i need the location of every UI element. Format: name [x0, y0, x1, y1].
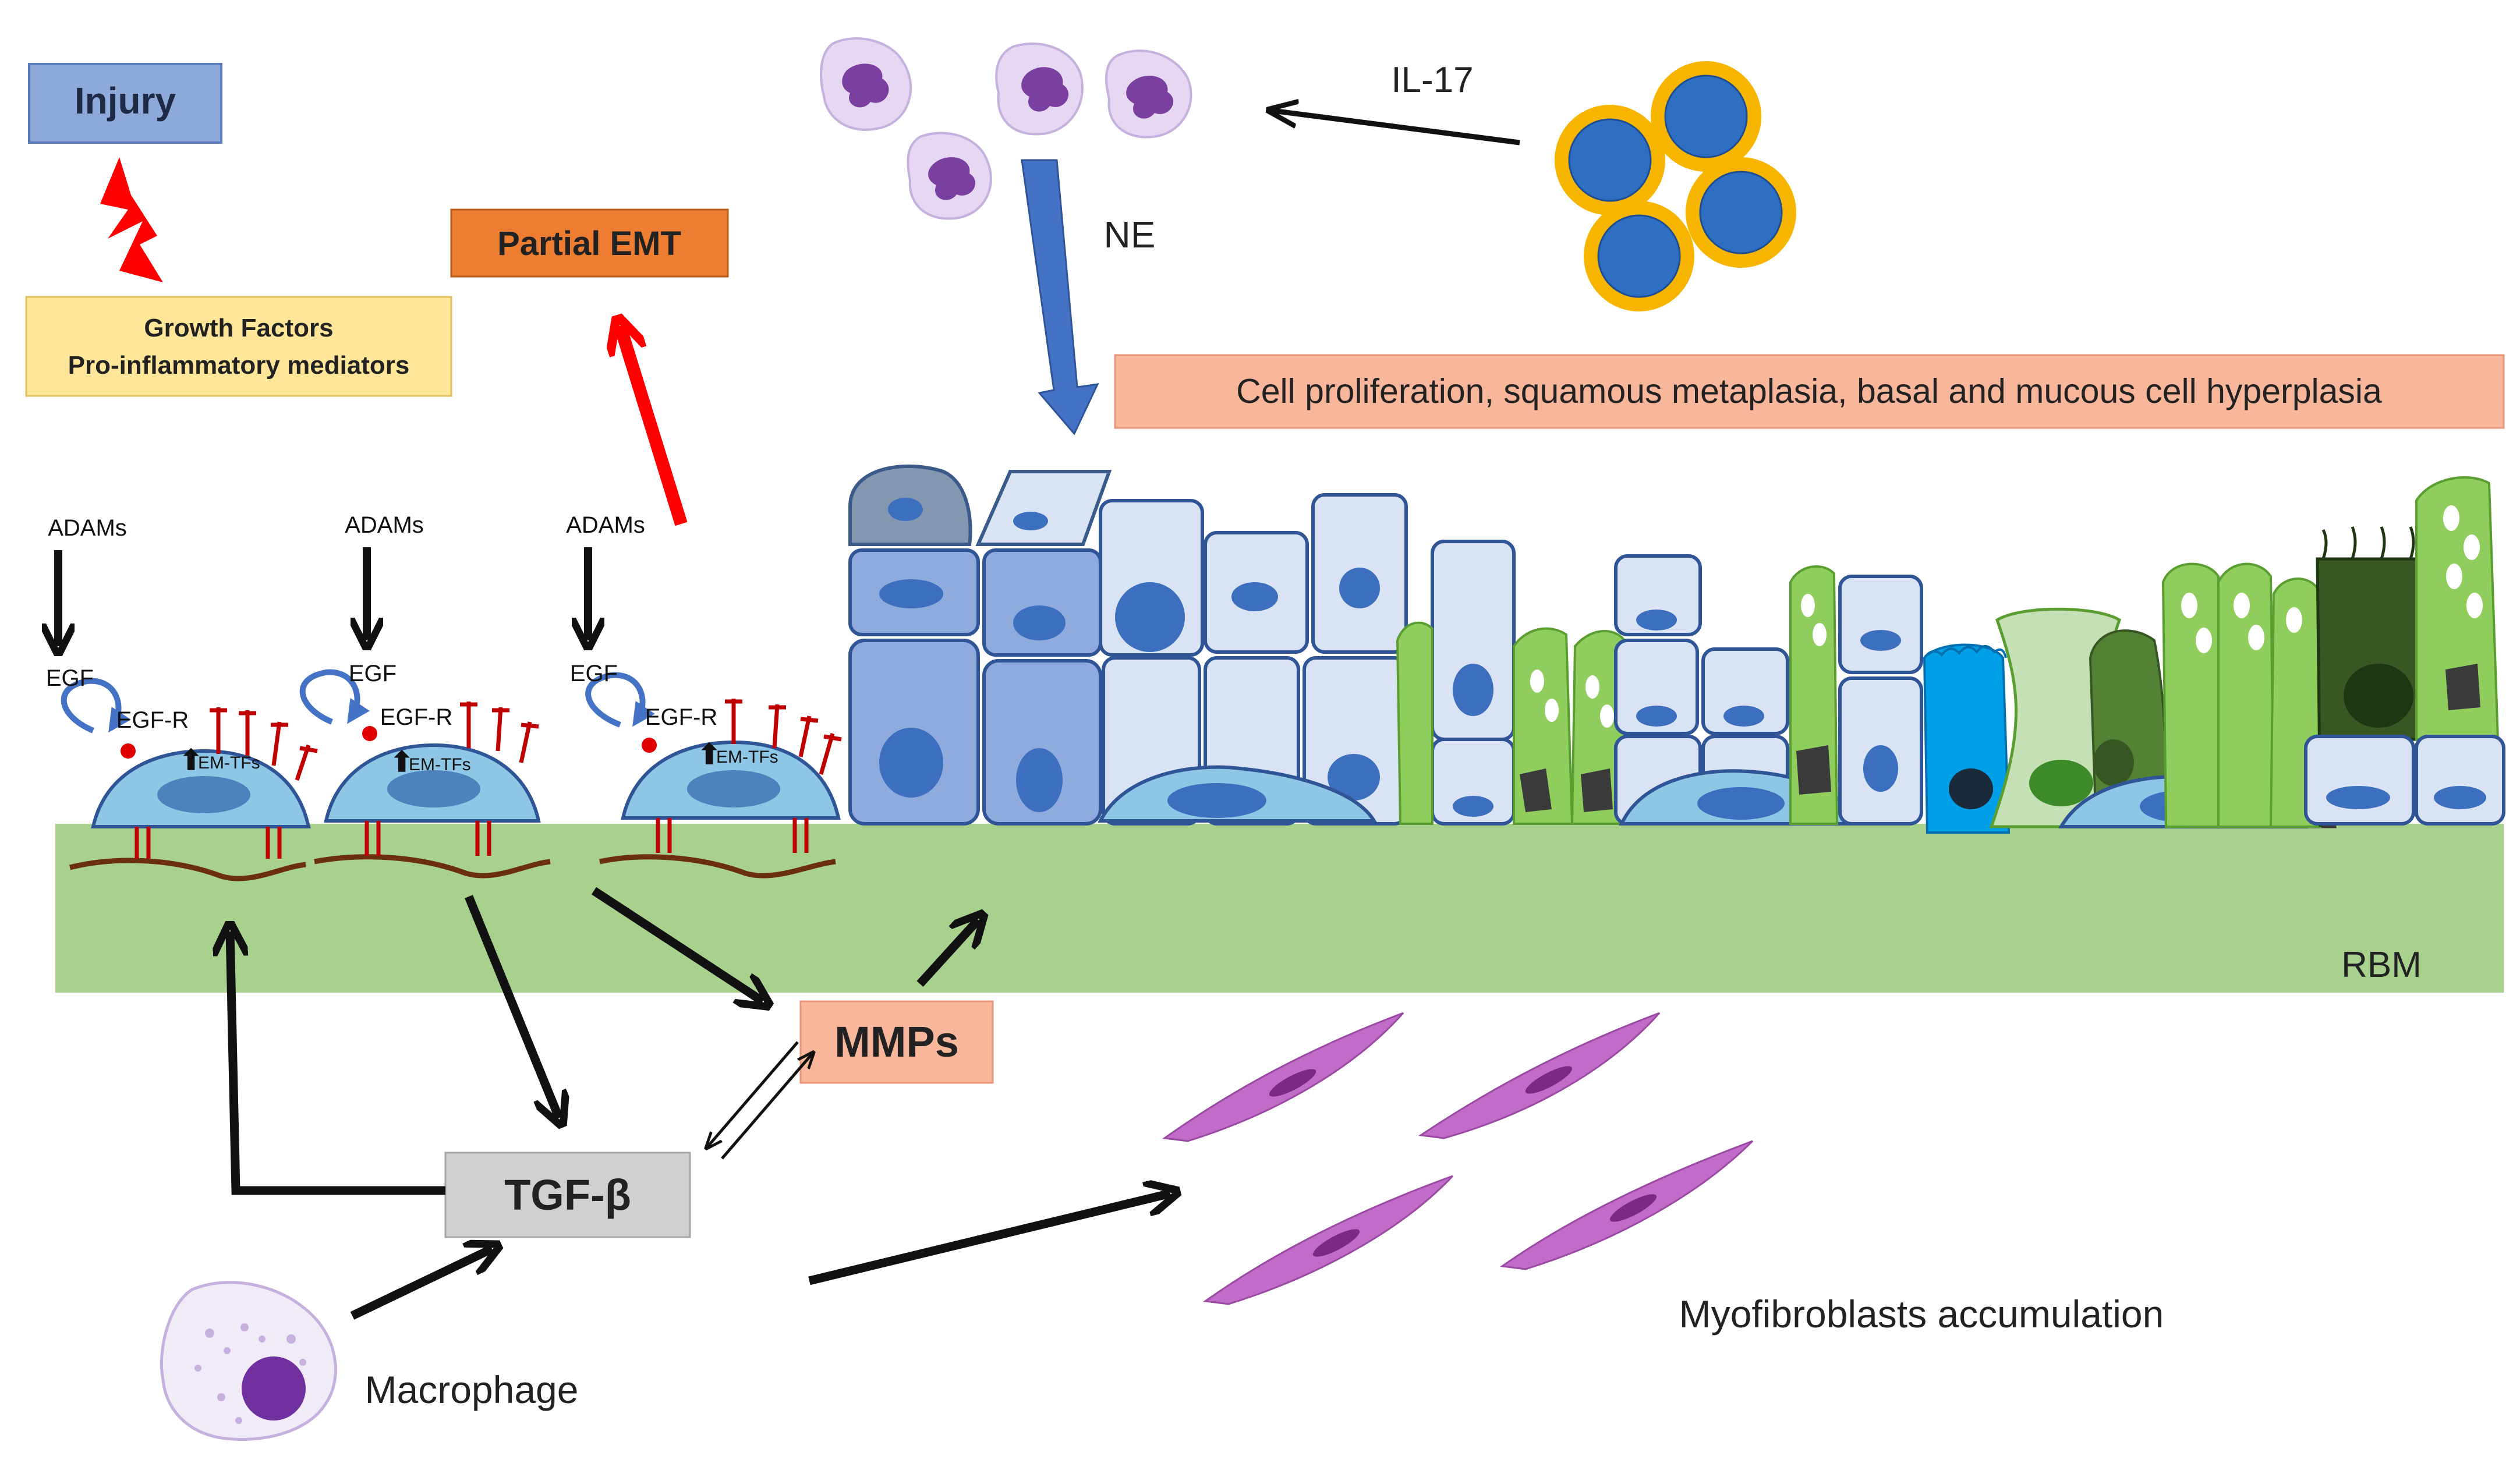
growth-factors-line2: Pro-inflammatory mediators [68, 351, 410, 380]
adams-label-1: ADAMs [48, 515, 127, 541]
rbm-label: RBM [2341, 945, 2422, 985]
injury-label: Injury [75, 80, 176, 122]
neutrophil-icon [820, 37, 912, 131]
tgf-beta-box: TGF-β [444, 1152, 691, 1238]
injury-box: Injury [28, 63, 222, 144]
svg-text:EM-TFs: EM-TFs [409, 755, 471, 774]
growth-factors-box: Growth Factors Pro-inflammatory mediator… [25, 296, 452, 397]
egf-label-3: EGF [570, 661, 618, 686]
il17-label: IL-17 [1391, 60, 1473, 100]
epithelial-signaling-cell [585, 672, 842, 853]
myofibroblasts-label: Myofibroblasts accumulation [1679, 1292, 2164, 1336]
macrophage-icon [160, 1281, 337, 1441]
cell-proliferation-label: Cell proliferation, squamous metaplasia,… [1236, 372, 2382, 410]
svg-text:EM-TFs: EM-TFs [716, 748, 778, 767]
myofibroblast-icon [1162, 1012, 1404, 1142]
em-tfs-marker-2: ⬆ EM-TFs [390, 747, 471, 778]
egf-label-2: EGF [349, 661, 397, 686]
egf-label-1: EGF [46, 665, 94, 691]
tgf-beta-label: TGF-β [504, 1171, 631, 1219]
growth-factors-line1: Growth Factors [144, 314, 333, 342]
epithelial-signaling-cell [299, 669, 541, 856]
egfr-label-1: EGF-R [116, 707, 189, 733]
il17-arrow [1272, 111, 1520, 146]
em-tfs-marker-3: ⬆ EM-TFs [698, 739, 778, 770]
epithelium-layer [848, 464, 2505, 834]
lymphocyte-icon [1584, 201, 1694, 311]
lightning-bolt-icon [100, 157, 163, 282]
myofibroblast-icon [1499, 1140, 1754, 1270]
mmps-label: MMPs [834, 1018, 959, 1066]
up-arrow-icon: ⬆ [179, 745, 203, 776]
mmps-box: MMPs [799, 1000, 994, 1084]
up-arrow-icon: ⬆ [390, 747, 413, 778]
lymphocyte-icon [1651, 61, 1761, 172]
adams-label-2: ADAMs [345, 512, 424, 538]
neutrophil-icon [995, 42, 1084, 136]
lymphocyte-icon [1686, 157, 1796, 268]
macrophage-label: Macrophage [365, 1368, 579, 1411]
partial-emt-box: Partial EMT [450, 208, 729, 278]
rbm-membrane [55, 824, 2504, 993]
neutrophil-cluster [820, 37, 1192, 220]
neutrophil-icon [1105, 49, 1192, 139]
egfr-label-2: EGF-R [380, 704, 452, 730]
em-tfs-marker-1: ⬆ EM-TFs [179, 745, 260, 776]
lymphocyte-cluster [1555, 61, 1796, 311]
ne-arrow [1021, 159, 1099, 435]
epithelial-signaling-cell [61, 678, 318, 859]
myofibroblast-icon [1202, 1175, 1454, 1305]
ecm-fibers [69, 854, 836, 881]
up-arrow-icon: ⬆ [698, 739, 721, 770]
pathway-arrows [230, 887, 1170, 1320]
myofibroblast-icon [1418, 1012, 1661, 1139]
reversible-arrows [707, 1041, 812, 1160]
cell-proliferation-box: Cell proliferation, squamous metaplasia,… [1114, 354, 2505, 429]
red-arrow-to-partial-emt [620, 326, 688, 526]
myofibroblast-cluster [1162, 1012, 1754, 1305]
egfr-label-3: EGF-R [645, 704, 717, 730]
neutrophil-icon [907, 132, 992, 220]
svg-text:EM-TFs: EM-TFs [198, 753, 260, 773]
lymphocyte-icon [1555, 105, 1665, 215]
partial-emt-label: Partial EMT [497, 225, 681, 263]
adams-label-3: ADAMs [566, 512, 645, 538]
ne-label: NE [1104, 214, 1156, 256]
